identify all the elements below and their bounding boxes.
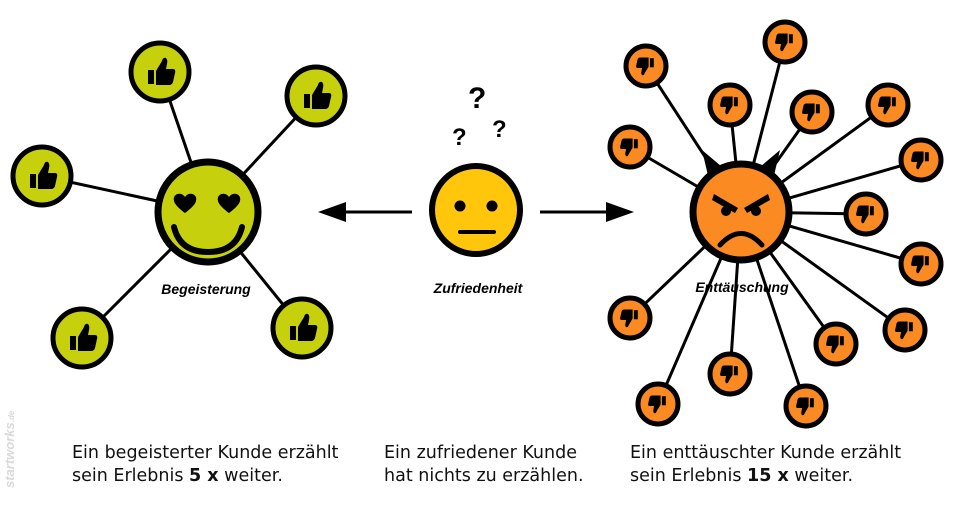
caption-right-bold: 15 x [747, 466, 789, 486]
caption-left-line2: sein Erlebnis 5 x weiter. [72, 465, 338, 488]
caption-right-post: weiter. [788, 466, 854, 486]
thumbs-down-satellite [898, 137, 944, 183]
thumbs-up-satellite [284, 64, 348, 128]
question-mark-icon: ? [492, 116, 507, 143]
label-zufriedenheit: Zufriedenheit [433, 280, 524, 296]
thumbs-down-satellite [762, 19, 808, 65]
thumbs-down-satellite [843, 191, 889, 237]
label-enttaeuschung: Enttäuschung [695, 279, 789, 295]
caption-left-post: weiter. [218, 466, 283, 486]
double-arrow [318, 202, 634, 222]
thumbs-down-satellite [707, 82, 753, 128]
neutral-face-icon [429, 163, 523, 257]
caption-center-line2: hat nichts zu erzählen. [384, 466, 584, 486]
thumbs-down-satellite [623, 43, 669, 89]
label-begeisterung: Begeisterung [161, 281, 251, 297]
thumbs-up-satellite [128, 40, 192, 104]
caption-left-pre: sein Erlebnis [72, 466, 190, 486]
caption-right-line2: sein Erlebnis 15 x weiter. [630, 465, 901, 488]
thumbs-down-satellite [783, 383, 829, 429]
caption-right-pre: sein Erlebnis [630, 466, 748, 486]
caption-center-line1: Ein zufriedener Kunde [384, 443, 577, 463]
watermark-brand: startworks [2, 422, 17, 488]
caption-left-bold: 5 x [189, 466, 219, 486]
caption-left: Ein begeisterter Kunde erzählt sein Erle… [72, 442, 338, 488]
caption-center: Ein zufriedener Kunde hat nichts zu erzä… [384, 442, 584, 488]
angry-devil-face-icon [689, 150, 793, 264]
thumbs-down-satellites [607, 19, 944, 429]
caption-left-line1: Ein begeisterter Kunde erzählt [72, 443, 339, 463]
thumbs-down-satellite [789, 89, 835, 135]
thumbs-down-satellite [865, 82, 911, 128]
thumbs-down-satellite [898, 241, 944, 287]
thumbs-down-satellite [607, 124, 653, 170]
caption-right-line1: Ein enttäuschter Kunde erzählt [630, 443, 902, 463]
question-mark-icon: ? [452, 124, 467, 151]
thumbs-up-satellite [270, 296, 334, 360]
heart-eyes-face-icon [154, 158, 262, 266]
thumbs-down-satellite [813, 321, 859, 367]
thumbs-up-satellite [10, 144, 74, 208]
thumbs-up-satellite [50, 306, 114, 370]
question-mark-icon: ? [468, 82, 486, 115]
watermark-tld: .de [7, 410, 16, 423]
thumbs-down-satellite [882, 307, 928, 353]
question-marks: ? ? ? [452, 82, 507, 151]
thumbs-down-satellite [607, 295, 653, 341]
thumbs-down-satellite [635, 381, 681, 427]
thumbs-down-satellite [707, 351, 753, 397]
startworks-watermark: startworks.de [2, 411, 17, 488]
caption-right: Ein enttäuschter Kunde erzählt sein Erle… [630, 442, 901, 488]
